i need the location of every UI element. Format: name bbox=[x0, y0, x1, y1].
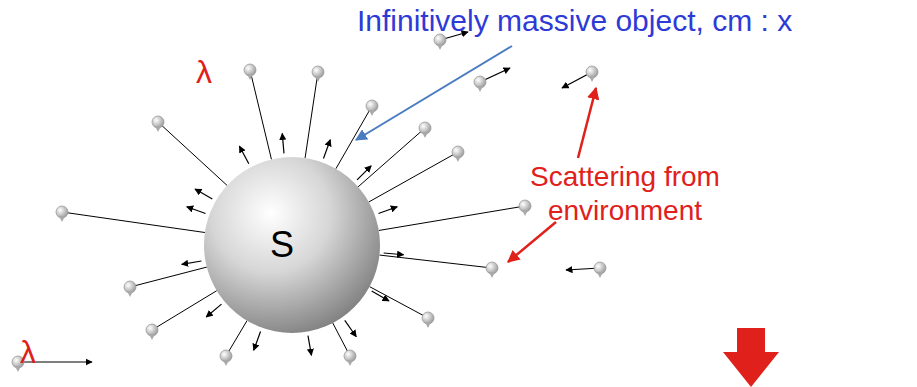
particle-tail bbox=[127, 291, 133, 297]
lambda-label: λ bbox=[196, 54, 212, 91]
pointer-line bbox=[356, 46, 512, 140]
title-callout: Infinitively massive object, cm : x bbox=[357, 4, 792, 38]
particle-tail bbox=[437, 44, 443, 50]
scatter-arrow bbox=[187, 207, 206, 214]
particle-tail bbox=[455, 156, 461, 162]
node-label: S bbox=[270, 224, 294, 266]
leader-line bbox=[508, 222, 556, 262]
particle-tail bbox=[347, 360, 353, 366]
scatter-arrow bbox=[345, 320, 356, 336]
down-arrow bbox=[723, 328, 779, 387]
particle-tail bbox=[59, 216, 65, 222]
particle-tail bbox=[489, 272, 495, 278]
scatter-line bbox=[158, 122, 227, 185]
particle-tail bbox=[223, 360, 229, 366]
lambda-label: λ bbox=[20, 334, 36, 371]
particle-tail bbox=[369, 110, 375, 116]
scatter-line bbox=[336, 106, 372, 169]
scatter-line bbox=[305, 72, 318, 158]
sphere-node: S bbox=[204, 157, 380, 333]
leader-line bbox=[578, 88, 596, 158]
particle-tail bbox=[155, 126, 161, 132]
scatter-line bbox=[152, 291, 217, 330]
scatter-arrow bbox=[357, 166, 371, 180]
scatter-line bbox=[250, 70, 271, 159]
scatter-arrow bbox=[372, 291, 389, 301]
scatter-line bbox=[358, 128, 425, 187]
scatter-arrow bbox=[384, 253, 404, 255]
scatter-arrow bbox=[323, 140, 330, 159]
scatter-lines bbox=[62, 70, 525, 356]
scatter-line bbox=[379, 255, 492, 268]
particles bbox=[12, 34, 606, 372]
particle-tail bbox=[522, 210, 528, 216]
particle-tail bbox=[247, 74, 253, 80]
scatter-line bbox=[369, 152, 458, 202]
scatter-line bbox=[62, 212, 205, 233]
particle-tail bbox=[149, 334, 155, 340]
particle-tail bbox=[425, 322, 431, 328]
massive-sphere bbox=[204, 157, 380, 333]
particle-tail bbox=[589, 76, 595, 82]
scatter-arrow bbox=[378, 207, 397, 214]
scatter-arrow bbox=[308, 336, 311, 356]
particle-tail bbox=[597, 272, 603, 278]
scatter-arrow bbox=[195, 189, 212, 199]
scatter-line bbox=[379, 206, 525, 230]
scatter-arrow bbox=[182, 261, 202, 264]
scatter-arrow bbox=[282, 133, 284, 153]
particle-tail bbox=[477, 86, 483, 92]
scatter-line bbox=[130, 267, 207, 287]
scattering-label: Scattering from environment bbox=[505, 160, 745, 228]
scatter-arrows bbox=[18, 32, 600, 362]
scatter-arrow bbox=[254, 331, 261, 350]
scatter-line bbox=[370, 287, 428, 318]
scatter-arrow bbox=[239, 146, 248, 164]
particle-tail bbox=[315, 76, 321, 82]
particle-tail bbox=[422, 132, 428, 138]
scatter-arrow bbox=[206, 304, 221, 317]
